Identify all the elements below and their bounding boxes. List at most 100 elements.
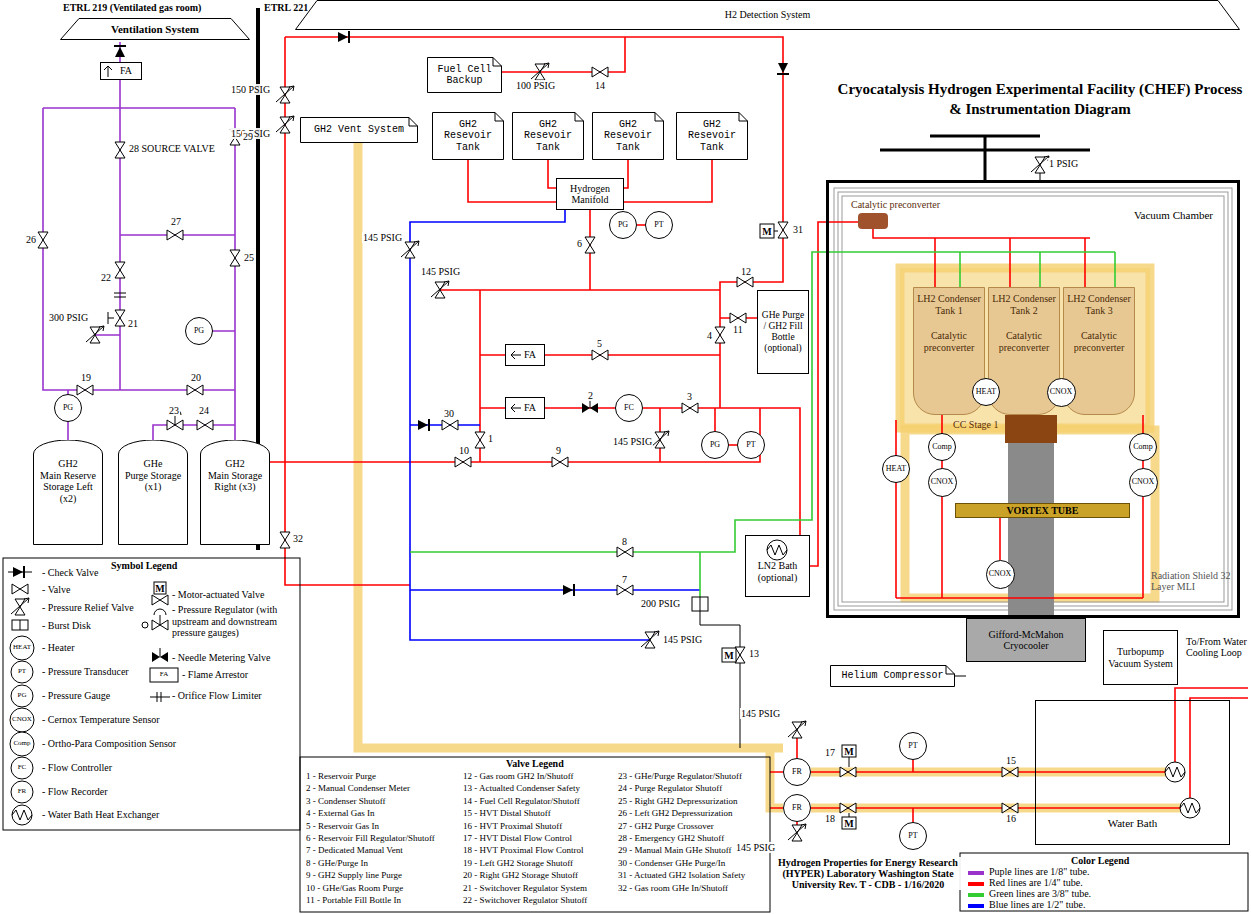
node-text: VORTEX TUBE: [1007, 505, 1079, 517]
shape-outline: [200, 440, 270, 545]
process-box: FA: [505, 397, 545, 419]
legend-swatch: [968, 893, 984, 897]
legend-text: Puple lines are 1/8" tube.: [989, 866, 1089, 877]
red-tube: [258, 37, 1248, 828]
node-text: GH2 Resevoir Tank: [594, 119, 662, 154]
legend-entry: - Needle Metering Valve: [172, 652, 270, 664]
node-text: PT: [908, 831, 917, 840]
component-box: GH2 Vent System: [300, 117, 418, 143]
diagram-label: M: [761, 226, 772, 237]
node-text: PG: [63, 403, 73, 412]
legend-sample: [20, 620, 21, 630]
valve-symbol: [104, 66, 521, 412]
diagram-label: 31: [792, 224, 804, 235]
legend-entry: - Cernox Temperature Sensor: [42, 714, 160, 726]
legend-frame: [300, 757, 770, 912]
node-text: H2 Detection System: [725, 9, 811, 21]
node-text: HEAT: [976, 387, 996, 396]
pipe-connector: [637, 224, 645, 226]
legend-entry: - Pressure Relief Valve: [42, 602, 134, 614]
legend-entry: - Burst Disk: [42, 620, 91, 632]
diagram-label: Catalytic preconverter: [850, 199, 941, 210]
node-text: PT: [654, 220, 663, 229]
highlight: [900, 268, 1150, 428]
pipe-connector: [624, 160, 628, 188]
legend-text: - Flow Controller: [42, 762, 112, 773]
diagram-label: 145 PSIG: [735, 842, 776, 853]
diagram-label: 12: [740, 266, 752, 277]
diagram-label: 4: [706, 330, 713, 341]
pipe-connector: [548, 160, 556, 188]
legend-sample: [11, 685, 33, 707]
legend-text: - Pressure Relief Valve: [42, 602, 134, 613]
node-text: GHe Purge / GH2 Fill Bottle (optional): [760, 310, 806, 354]
component-box: GH2 Resevoir Tank: [676, 112, 748, 160]
diagram-label: PT: [17, 668, 27, 676]
process-box: Water Bath: [1035, 700, 1230, 845]
diagram-label: 145 PSIG: [362, 232, 403, 243]
instrument-circle: PT: [737, 431, 765, 459]
green-tube: [410, 252, 1115, 597]
node-text: FA: [524, 349, 536, 361]
legend-text: - Pressure Transducer: [42, 666, 129, 677]
node-text: Hydrogen Manifold: [559, 183, 621, 206]
diagram-label: 18 - HVT Proximal Flow Control: [462, 846, 585, 856]
valve-symbol: [715, 327, 725, 343]
diagram-title: Cryocatalysis Hydrogen Experimental Faci…: [830, 80, 1250, 119]
diagram-label: 13: [748, 648, 760, 659]
valve-symbol: [774, 231, 778, 232]
red-tube: [873, 229, 1143, 598]
valve-symbol: [401, 241, 419, 258]
process-box: FA: [505, 344, 545, 366]
legend-text: - Burst Disk: [42, 620, 91, 631]
valve-symbol: [788, 721, 806, 738]
instrument-circle: PG: [54, 394, 82, 422]
shape-outline: [119, 440, 188, 545]
instrument-circle: PT: [645, 211, 673, 239]
component-box: GH2 Resevoir Tank: [512, 112, 584, 160]
blue-tube: [410, 210, 700, 640]
valve-symbol: [1002, 767, 1018, 777]
node-text: Catalytic preconverter: [916, 330, 982, 353]
legend-entry: Puple lines are 1/8" tube.: [968, 866, 1089, 878]
legend-text: - Motor-actuated Valve: [172, 589, 264, 600]
valve-symbol: [86, 326, 104, 343]
diagram-label: 22 - Switchover Regulator Shutoff: [462, 896, 588, 906]
chamber-detail: [834, 136, 1232, 618]
node-text: GH2: [225, 458, 244, 470]
valve-symbol: [187, 385, 203, 395]
node-text: CNOX: [1132, 477, 1155, 486]
node-text: Comp: [1133, 442, 1153, 451]
diagram-label: 32: [292, 533, 304, 544]
valve-symbol: [276, 116, 294, 133]
valve-symbol: [730, 313, 746, 323]
node-text: CNOX: [931, 477, 954, 486]
diagram-label: 9: [555, 445, 562, 456]
legend-sample: [150, 692, 170, 702]
valve-symbol: [788, 824, 806, 841]
diagram-label: 24 - Purge Regulator Shutoff: [617, 784, 723, 794]
shape-outline: [831, 666, 955, 687]
legend-text: - Pressure Gauge: [42, 690, 110, 701]
node-text: PG: [710, 440, 720, 449]
diagram-label: 10 - GHe/Gas Room Purge: [305, 884, 404, 894]
node-text: GH2 Vent System: [314, 124, 404, 136]
instrument-circle: CNOX: [1129, 468, 1158, 497]
valve-symbol: [760, 224, 774, 238]
shape-outline: [201, 440, 270, 545]
node-text: GH2: [58, 458, 77, 470]
diagram-label: To/From Water Cooling Loop: [1185, 636, 1249, 658]
legend-entry: - Pressure Transducer: [42, 666, 129, 678]
black-tube: [114, 293, 966, 817]
valve-symbol: [651, 431, 669, 448]
process-box: GHe Purge / GH2 Fill Bottle (optional): [757, 290, 809, 374]
diagram-label: 28 - Emergency GH2 Shutoff: [617, 834, 725, 844]
diagram-label: 13 - Actualted Condenser Safety: [462, 784, 581, 794]
valve-symbol: [840, 803, 856, 813]
legend-swatch: [968, 871, 984, 875]
diagram-label: 2: [587, 390, 594, 401]
diagram-label: CC Stage 1: [952, 419, 1000, 430]
legend-entry: Blue lines are 1/2" tube.: [968, 899, 1086, 911]
valve-symbol: [38, 31, 1200, 841]
valve-symbol: [280, 532, 290, 548]
